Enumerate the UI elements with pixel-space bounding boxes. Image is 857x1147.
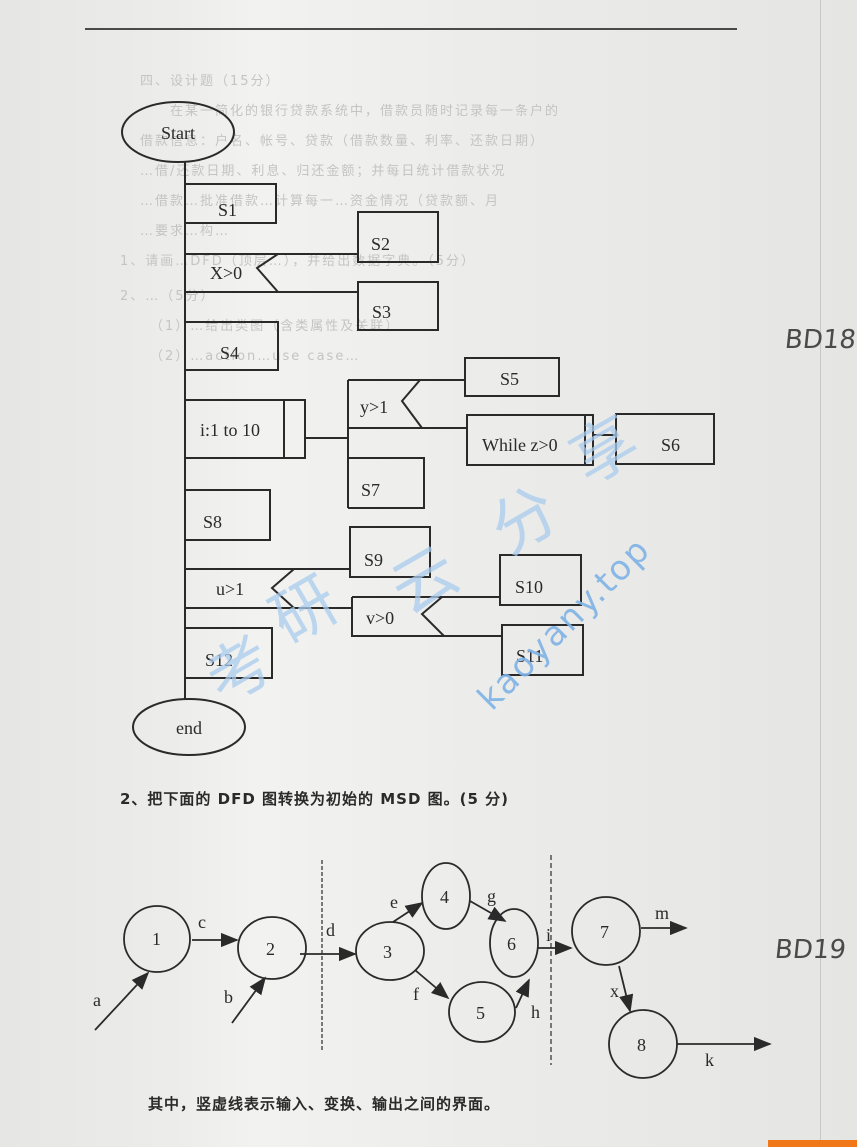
loop-while — [466, 414, 594, 466]
faded-line: 1、请画…DFD（顶层…），并给出数据字典。（5分） — [120, 254, 477, 269]
box-s12 — [185, 627, 273, 679]
start-label: Start — [161, 123, 195, 143]
faded-line: 四、设计题（15分） — [140, 74, 281, 89]
box-s2 — [357, 211, 439, 263]
condition-v-label: v>0 — [366, 608, 394, 628]
process-2 — [237, 916, 307, 980]
flow-a-label: a — [93, 990, 101, 1010]
box-s1 — [185, 183, 277, 224]
flow-f-label: f — [413, 984, 419, 1004]
corner-accent-bar — [768, 1140, 857, 1147]
while-loop-label: While z>0 — [482, 435, 558, 455]
s1-label: S1 — [218, 200, 237, 220]
handwritten-mark: BD19 — [773, 935, 848, 965]
flow-f-arrow — [414, 969, 450, 1000]
box-s9 — [349, 526, 431, 578]
flow-e-label: e — [390, 892, 398, 912]
process-7 — [571, 896, 641, 966]
flow-b-label: b — [224, 987, 233, 1007]
header-rule — [85, 28, 737, 30]
flow-h-label: h — [531, 1002, 540, 1022]
flow-e-arrow — [392, 902, 424, 923]
s11-label: S11 — [516, 646, 543, 666]
flow-k-label: k — [705, 1050, 714, 1070]
s10-label: S10 — [515, 577, 543, 597]
process-5-label: 5 — [476, 1003, 485, 1023]
s2-label: S2 — [371, 234, 390, 254]
s7-label: S7 — [361, 480, 380, 500]
end-terminal — [132, 698, 246, 756]
s5-label: S5 — [500, 369, 519, 389]
flow-b-arrow — [231, 976, 267, 1024]
s9-label: S9 — [364, 550, 383, 570]
for-loop-label: i:1 to 10 — [200, 420, 260, 440]
box-s6 — [615, 413, 715, 465]
box-s7 — [348, 457, 425, 509]
condition-x — [185, 253, 282, 293]
box-s3 — [357, 281, 439, 331]
condition-y-label: y>1 — [360, 397, 388, 417]
process-7-label: 7 — [600, 922, 609, 942]
condition-y — [348, 379, 424, 429]
start-terminal — [121, 101, 235, 163]
box-s8 — [185, 489, 271, 541]
process-1 — [123, 905, 191, 973]
condition-u — [185, 568, 297, 609]
box-s5 — [464, 357, 560, 397]
faded-line: …借款…批准借款…计算每一…资金情况（贷款额、月 — [140, 194, 501, 209]
dfd-footnote: 其中，竖虚线表示输入、变换、输出之间的界面。 — [148, 1095, 501, 1113]
faded-line: …借/还款日期、利息、归还金额；并每日统计借款状况 — [140, 164, 507, 179]
condition-u-label: u>1 — [216, 579, 244, 599]
flow-d-label: d — [326, 920, 335, 940]
process-3-label: 3 — [383, 942, 392, 962]
loop-for — [185, 399, 306, 459]
s6-label: S6 — [661, 435, 680, 455]
process-5 — [448, 981, 516, 1043]
s3-label: S3 — [372, 302, 391, 322]
s8-label: S8 — [203, 512, 222, 532]
process-1-label: 1 — [152, 929, 161, 949]
box-s11 — [501, 624, 584, 676]
flow-h-arrow — [515, 978, 530, 1009]
box-s10 — [499, 554, 582, 606]
process-2-label: 2 — [266, 939, 275, 959]
process-6-label: 6 — [507, 934, 516, 954]
s4-label: S4 — [220, 343, 239, 363]
end-label: end — [176, 718, 202, 738]
handwritten-mark: BD18 — [783, 325, 857, 355]
flow-x-arrow — [618, 965, 634, 1013]
process-6 — [489, 908, 539, 978]
flow-x-label: x — [610, 981, 619, 1001]
flow-i-label: i — [546, 925, 551, 945]
process-4-label: 4 — [440, 887, 449, 907]
s12-label: S12 — [205, 650, 233, 670]
faded-line: 借款信息：户名、帐号、贷款（借款数量、利率、还款日期） — [140, 134, 546, 149]
faded-line: 在某一简化的银行贷款系统中，借款员随时记录每一条户的 — [170, 104, 561, 119]
box-s4 — [185, 321, 279, 371]
question-2-title: 2、把下面的 DFD 图转换为初始的 MSD 图。(5 分) — [120, 790, 510, 808]
condition-x-label: X>0 — [210, 263, 242, 283]
condition-v — [351, 596, 447, 637]
page-edge-line — [820, 0, 821, 1147]
flow-g-arrow — [469, 900, 507, 922]
flow-c-label: c — [198, 912, 206, 932]
process-4 — [421, 862, 471, 930]
flow-g-label: g — [487, 886, 496, 906]
process-8-label: 8 — [637, 1035, 646, 1055]
flow-m-label: m — [655, 903, 669, 923]
faded-line: （2）…action…use case… — [150, 349, 361, 364]
flow-a-arrow — [94, 971, 150, 1031]
